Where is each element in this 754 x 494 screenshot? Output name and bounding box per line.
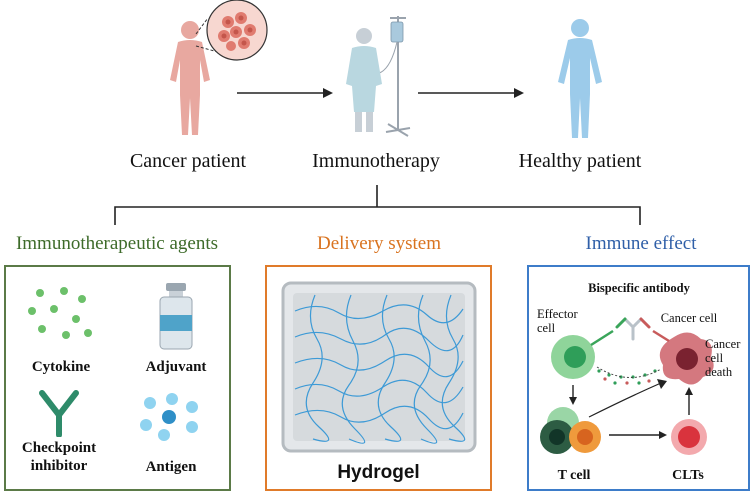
immunotherapy-figure <box>340 12 430 142</box>
effector-line-1: Effector <box>537 307 578 321</box>
death-line-2: cell <box>705 351 724 365</box>
delivery-panel: Hydrogel <box>265 265 492 491</box>
bracket-connector <box>114 185 641 225</box>
cancer-cell-label: Cancer cell <box>660 311 718 325</box>
healthy-person-icon <box>558 19 602 138</box>
cytokine-icon <box>28 287 92 339</box>
healthy-patient-figure <box>545 10 615 145</box>
checkpoint-line-2: inhibitor <box>30 458 88 474</box>
arrow-right-icon <box>418 88 524 98</box>
death-line-3: death <box>705 365 733 379</box>
effector-cell-label: Effector cell <box>537 307 593 335</box>
clt-cell-icon <box>671 419 707 455</box>
checkpoint-line-1: Checkpoint <box>21 440 97 456</box>
sick-person-icon <box>170 0 268 135</box>
bispecific-antibody-icon <box>615 317 651 341</box>
section-title-delivery: Delivery system <box>316 233 441 254</box>
agent-label-adjuvant: Adjuvant <box>145 359 207 375</box>
agent-label-antigen: Antigen <box>145 459 197 475</box>
antigen-icon <box>140 393 198 441</box>
immune-effect-diagram <box>540 317 714 455</box>
iv-drip-patient-icon <box>346 16 411 137</box>
clts-label: CLTs <box>672 468 704 483</box>
stage-label-healthy-patient: Healthy patient <box>518 150 642 172</box>
hydrogel-mesh-icon <box>281 281 477 453</box>
effect-panel: Bispecific antibody <box>527 265 750 491</box>
agent-label-cytokine: Cytokine <box>31 359 91 375</box>
antibody-icon <box>39 390 79 437</box>
bispecific-antibody-label: Bispecific antibody <box>588 281 690 295</box>
stage-label-immunotherapy: Immunotherapy <box>312 150 440 172</box>
t-cell-label: T cell <box>557 468 591 483</box>
cancer-cell-death-label: Cancer cell death <box>705 337 749 379</box>
section-title-effect: Immune effect <box>585 233 697 254</box>
cancer-cell-icon <box>652 329 714 385</box>
arrow-right-icon <box>237 88 333 98</box>
vial-icon <box>159 283 193 350</box>
hydrogel-label: Hydrogel <box>337 462 420 483</box>
agents-panel: Cytokine Adjuvant Checkpoint inhibitor A… <box>4 265 231 491</box>
t-cell-cluster-icon <box>540 407 601 454</box>
stage-label-cancer-patient: Cancer patient <box>129 150 247 172</box>
cancer-patient-figure <box>140 0 300 145</box>
section-title-agents: Immunotherapeutic agents <box>15 233 219 254</box>
agent-label-checkpoint: Checkpoint inhibitor <box>14 439 104 475</box>
effector-line-2: cell <box>537 321 556 335</box>
death-line-1: Cancer <box>705 337 741 351</box>
